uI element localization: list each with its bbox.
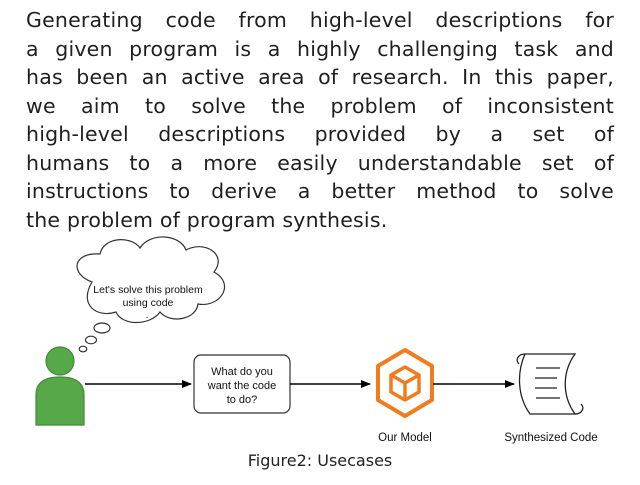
abstract-line: the problem of program synthesis. [26, 207, 388, 232]
thought-bubble-medium [84, 335, 98, 345]
thought-cloud: Let's solve this problem using code . [76, 236, 226, 353]
abstract-line: humans to a more easily understandable s… [26, 150, 614, 175]
thought-line-3: . [146, 310, 149, 321]
figure-caption: Figure2: Usecases [247, 451, 393, 470]
abstract-paragraph: Generating code from high-level descript… [26, 6, 614, 234]
prompt-box: What do you want the code to do? [193, 354, 291, 414]
abstract-line: has been an active area of research. In … [26, 65, 614, 89]
cube-icon [376, 348, 434, 418]
prompt-line-3: to do? [227, 394, 258, 406]
thought-cloud-shape [76, 236, 226, 324]
thought-bubble-large [93, 322, 111, 334]
abstract-line: we aim to solve the problem of inconsist… [26, 93, 614, 118]
abstract-line: high-level descriptions provided by a se… [26, 122, 614, 146]
thought-line-2: using code [123, 297, 174, 309]
abstract-line: Generating code from high-level descript… [26, 8, 614, 32]
abstract-line: instructions to derive a better method t… [26, 179, 614, 203]
document-scroll-icon [516, 353, 584, 415]
thought-bubble-small [78, 345, 88, 353]
prompt-line-1: What do you [211, 366, 273, 378]
abstract-line: a given program is a highly challenging … [26, 36, 614, 61]
prompt-line-2: want the code [207, 380, 277, 392]
thought-line-1: Let's solve this problem [93, 284, 203, 296]
person-icon [35, 346, 85, 426]
model-label: Our Model [378, 432, 432, 444]
output-label: Synthesized Code [504, 432, 597, 444]
